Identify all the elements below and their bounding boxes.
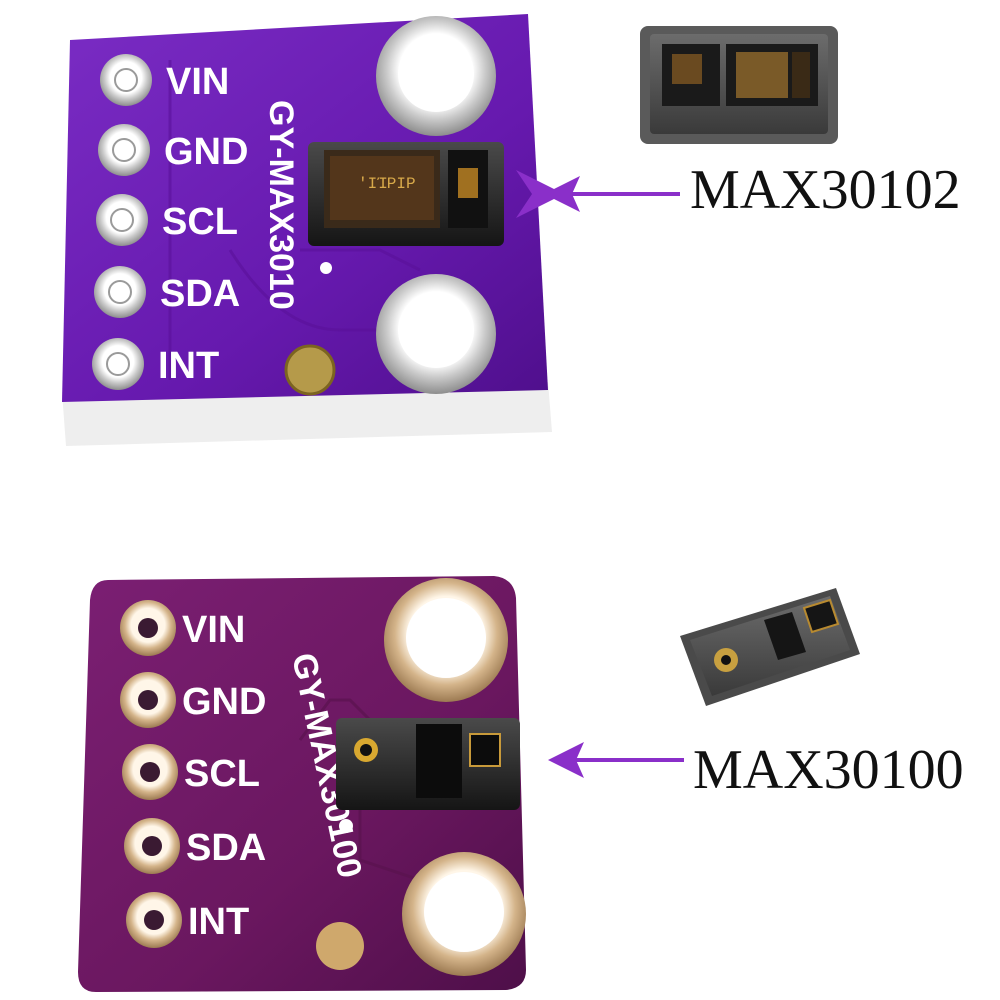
mounting-hole-center <box>398 36 474 112</box>
solder-pad <box>316 922 364 970</box>
pin-label-sda: SDA <box>160 273 240 315</box>
arrow-head <box>544 176 580 212</box>
pcb-trace <box>228 249 460 332</box>
pin-hole-center <box>142 836 162 856</box>
pin-hole-center <box>140 762 160 782</box>
pin-holes <box>92 54 152 390</box>
pin-label-int: INT <box>188 901 249 943</box>
pin-label-vin: VIN <box>182 609 245 651</box>
via-dot <box>320 262 332 274</box>
pin-hole-center <box>144 910 164 930</box>
mounting-hole-center <box>424 872 504 952</box>
chip-photo-max30100 <box>680 588 860 706</box>
solder-pad <box>284 344 336 396</box>
pin-label-gnd: GND <box>164 131 248 173</box>
pin-hole-center <box>114 68 138 92</box>
pin-hole-center <box>108 280 132 304</box>
callout-label-max30102: MAX30102 <box>690 159 961 221</box>
pin-label-sda: SDA <box>186 827 266 869</box>
pin-hole-center <box>110 208 134 232</box>
board-label: GY-MAX3010 <box>262 100 300 310</box>
pin-hole-center <box>112 138 136 162</box>
pin-hole-center <box>106 352 130 376</box>
module-max30100: VIN GND SCL SDA INT GY-MAX30100 <box>78 576 526 992</box>
pcb-trace <box>358 810 421 882</box>
sensor-chip-max30100 <box>336 718 520 810</box>
via-dot <box>339 819 353 833</box>
arrow-head <box>548 742 584 778</box>
mounting-hole-center <box>406 598 486 678</box>
pin-hole-center <box>138 618 158 638</box>
pin-label-vin: VIN <box>166 61 229 103</box>
pin-label-scl: SCL <box>184 753 260 795</box>
pin-hole-center <box>138 690 158 710</box>
pin-label-int: INT <box>158 345 219 387</box>
pin-label-gnd: GND <box>182 681 266 723</box>
pin-label-scl: SCL <box>162 201 238 243</box>
svg-text:'ΙΊPΙΡ: 'ΙΊPΙΡ <box>358 175 416 193</box>
pin-holes <box>120 600 182 948</box>
mounting-hole-center <box>398 292 474 368</box>
pcb-trace <box>300 248 421 272</box>
sensor-chip-max30102: 'ΙΊPΙΡ <box>308 142 504 246</box>
callout-label-max30100: MAX30100 <box>693 739 964 801</box>
chip-photo-max30102 <box>640 26 838 144</box>
module-max30102: VIN GND SCL SDA INT GY-MAX3010 'ΙΊPΙΡ <box>62 14 552 446</box>
